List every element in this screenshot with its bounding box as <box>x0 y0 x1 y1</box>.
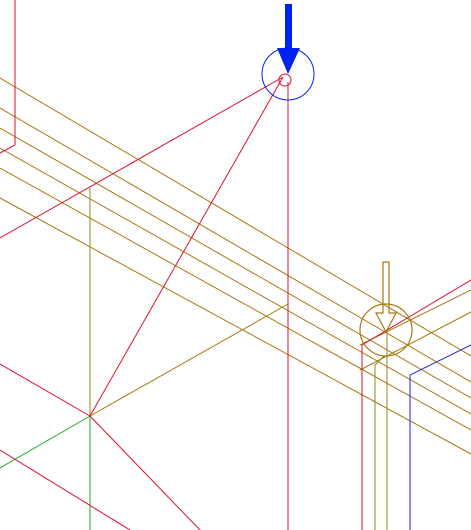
point-ring <box>278 73 292 87</box>
red-line[interactable] <box>0 363 91 417</box>
green-line[interactable] <box>0 415 91 469</box>
down-arrow-circle-icon[interactable] <box>359 261 413 357</box>
brown-line[interactable] <box>0 107 471 383</box>
blue-lines-group <box>409 344 471 530</box>
brown-line[interactable] <box>0 77 471 357</box>
brown-line[interactable] <box>0 167 471 431</box>
red-line[interactable] <box>0 449 131 530</box>
down-arrow-circle-icon[interactable] <box>261 4 315 101</box>
arrow-outline <box>375 261 397 334</box>
red-line[interactable] <box>361 279 471 530</box>
arrow-head <box>277 48 300 74</box>
brown-line[interactable] <box>359 289 471 346</box>
brown-line[interactable] <box>0 127 471 399</box>
brown-line[interactable] <box>359 311 471 371</box>
marker-circle <box>359 303 413 357</box>
red-line[interactable] <box>0 76 284 239</box>
red-line[interactable] <box>0 0 16 154</box>
red-line[interactable] <box>89 415 201 530</box>
arrow-shaft <box>285 4 292 52</box>
olive-line[interactable] <box>374 355 385 530</box>
olive-lines-group <box>89 188 388 530</box>
brown-line[interactable] <box>0 197 471 455</box>
blue-line[interactable] <box>409 344 471 530</box>
brown-line[interactable] <box>89 303 289 417</box>
green-lines-group <box>0 415 91 530</box>
brown-line[interactable] <box>0 147 471 415</box>
red-line[interactable] <box>89 76 284 417</box>
brown-lines-group <box>0 77 471 455</box>
